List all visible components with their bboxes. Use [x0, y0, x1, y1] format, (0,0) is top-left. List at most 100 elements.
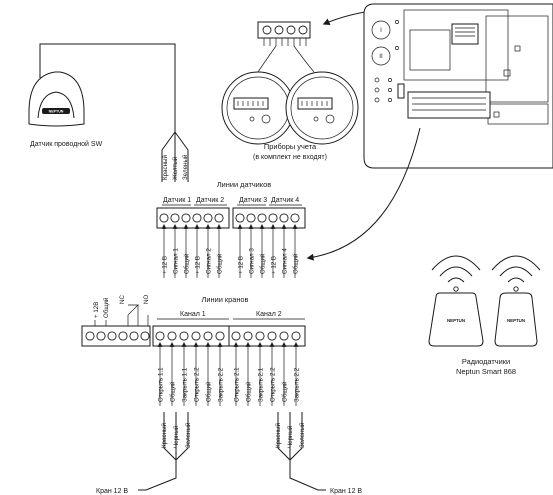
sensor-pin-10 — [268, 213, 278, 223]
valve-pin-5 — [203, 331, 213, 341]
power-pin-1 — [85, 331, 95, 341]
wired-sensor-label: Датчик проводной SW — [30, 140, 103, 148]
sensor-pin-label-6: Общий — [217, 253, 224, 274]
valve-pin-label-7: Открыть 2.1 — [234, 367, 241, 402]
valve-pin-8 — [243, 331, 253, 341]
sensor-pin-label-1: + 12 В — [162, 256, 169, 274]
valve-2-label: Кран 12 В — [330, 488, 362, 495]
valve-terminal-b — [228, 325, 306, 347]
button-2 — [371, 46, 391, 66]
sensor-pin-label-9: Общий — [260, 253, 267, 274]
sensor-lines: Линии датчиков Датчик 1 Датчик 2 Датчик … — [156, 180, 306, 278]
meters-subtitle: (в комплект не входят) — [253, 154, 327, 161]
radio-sensor-2-logo: NEPTUN — [507, 318, 525, 323]
radio-sensors: NEPTUN NEPTUN Радиодатчики Neptun Smart … — [428, 255, 541, 376]
valve-pin-10 — [267, 331, 277, 341]
valve-pin-11 — [279, 331, 289, 341]
power-pin-4 — [118, 331, 128, 341]
sensor-header-3: Датчик 3 — [239, 197, 267, 204]
power-block: + 12В Общий NC NO — [81, 295, 151, 347]
valve-pin-labels: Открыть 1.1 Общий Закрыть 1.1 Открыть 2.2 Об… — [157, 342, 301, 406]
sensor-pin-8 — [246, 213, 256, 223]
valve-pin-label-8: Общий — [246, 381, 253, 402]
valve-pin-label-11: Общий — [282, 381, 289, 402]
meters: Приборы учета (в комплект не входят) — [221, 21, 359, 161]
controller-arrow — [306, 127, 421, 261]
valve-1-label: Кран 12 В — [96, 488, 128, 495]
power-pin-row — [85, 331, 150, 341]
power-pin-2 — [96, 331, 106, 341]
sensor-pin-3 — [181, 213, 191, 223]
power-plus-label: + 12В — [93, 302, 100, 318]
valve-cable-1: Красный Черный Зеленый Кран 12 В — [96, 412, 192, 495]
valve-pin-label-3: Закрыть 1.1 — [182, 367, 189, 402]
valve-pin-label-9: Закрыть 2.1 — [258, 367, 265, 402]
relay-no-label: NO — [143, 295, 150, 304]
sensor-lines-title: Линии датчиков — [217, 180, 271, 189]
sensor-pin-2 — [170, 213, 180, 223]
sensor-wire-yellow: Желтый — [172, 156, 179, 180]
valve2-wire-green: Зеленый — [299, 422, 306, 448]
valve1-wire-black: Черный — [173, 425, 180, 448]
sensor-wire-red: Красный — [162, 155, 169, 180]
sensor-header-4: Датчик 4 — [271, 197, 299, 204]
wired-sensor: NEPTUN Датчик проводной SW — [28, 43, 176, 148]
sensor-pin-5 — [203, 213, 213, 223]
valve-lines-title: Линии кранов — [202, 295, 249, 304]
valve-pin-3 — [179, 331, 189, 341]
button-1-label: I — [380, 27, 382, 34]
valve-lines: Линии кранов Канал 1 Канал 2 Открыть 1.1… — [152, 295, 306, 406]
sensor-pin-label-7: + 12 В — [238, 256, 245, 274]
sensor-pin-label-5: Сигнал 2 — [206, 248, 213, 274]
sensor-logo-text: NEPTUN — [49, 110, 64, 114]
valve-pin-12 — [291, 331, 301, 341]
sensor-pin-label-2: Сигнал 1 — [173, 248, 180, 274]
valve-pin-label-1: Открыть 1.1 — [158, 367, 165, 402]
radio-sensor-1-logo: NEPTUN — [447, 318, 465, 323]
sensor-pin-6 — [214, 213, 224, 223]
sensor-pin-11 — [279, 213, 289, 223]
sensor-pin-row — [159, 213, 300, 223]
sensor-pin-9 — [257, 213, 267, 223]
radio-sensor-2: NEPTUN — [491, 255, 541, 347]
valve-pin-4 — [191, 331, 201, 341]
valve-pin-9 — [255, 331, 265, 341]
sensor-pin-label-12: Общий — [293, 253, 300, 274]
valve-pin-label-5: Общий — [206, 381, 213, 402]
valve1-wire-green: Зеленый — [185, 422, 192, 448]
power-pin-6 — [140, 331, 150, 341]
valve-pin-label-12: Закрыть 2.2 — [294, 367, 301, 402]
sensor-pin-label-8: Сигнал 3 — [249, 248, 256, 274]
radio-sensor-1: NEPTUN — [428, 255, 484, 347]
valve-cable-2: Красный Черный Зеленый Кран 12 В — [275, 412, 362, 495]
valve-pin-6 — [215, 331, 225, 341]
sensor-pin-label-4: + 12 В — [195, 256, 202, 274]
valve-header-2: Канал 2 — [256, 311, 282, 318]
sensor-header-1: Датчик 1 — [163, 197, 191, 204]
valve-pin-1 — [155, 331, 165, 341]
valve-pin-label-2: Общий — [170, 381, 177, 402]
button-2-label: II — [379, 53, 383, 60]
sensor-pin-label-11: Сигнал 4 — [282, 248, 289, 274]
power-pin-3 — [107, 331, 117, 341]
sensor-pin-7 — [235, 213, 245, 223]
valve-header-1: Канал 1 — [180, 311, 206, 318]
power-pin-5 — [129, 331, 139, 341]
valve-pin-7 — [231, 331, 241, 341]
sensor-header-2: Датчик 2 — [196, 197, 224, 204]
valve-pin-row — [155, 331, 301, 341]
radio-sensors-subtitle: Neptun Smart 868 — [456, 367, 516, 376]
valve1-wire-red: Красный — [161, 423, 168, 448]
valve-pin-2 — [167, 331, 177, 341]
relay-nc-label: NC — [119, 295, 126, 304]
valve2-wire-red: Красный — [275, 423, 282, 448]
radio-sensors-title: Радиодатчики — [462, 357, 510, 366]
power-common-label: Общий — [103, 297, 110, 318]
sensor-cable: Красный Желтый Зеленый — [161, 131, 189, 182]
valve-pin-label-4: Открыть 2.2 — [194, 367, 201, 402]
sensor-logo-plate — [42, 108, 70, 114]
valve2-wire-black: Черный — [287, 425, 294, 448]
sensor-pin-label-3: Общий — [184, 253, 191, 274]
sensor-pin-1 — [159, 213, 169, 223]
